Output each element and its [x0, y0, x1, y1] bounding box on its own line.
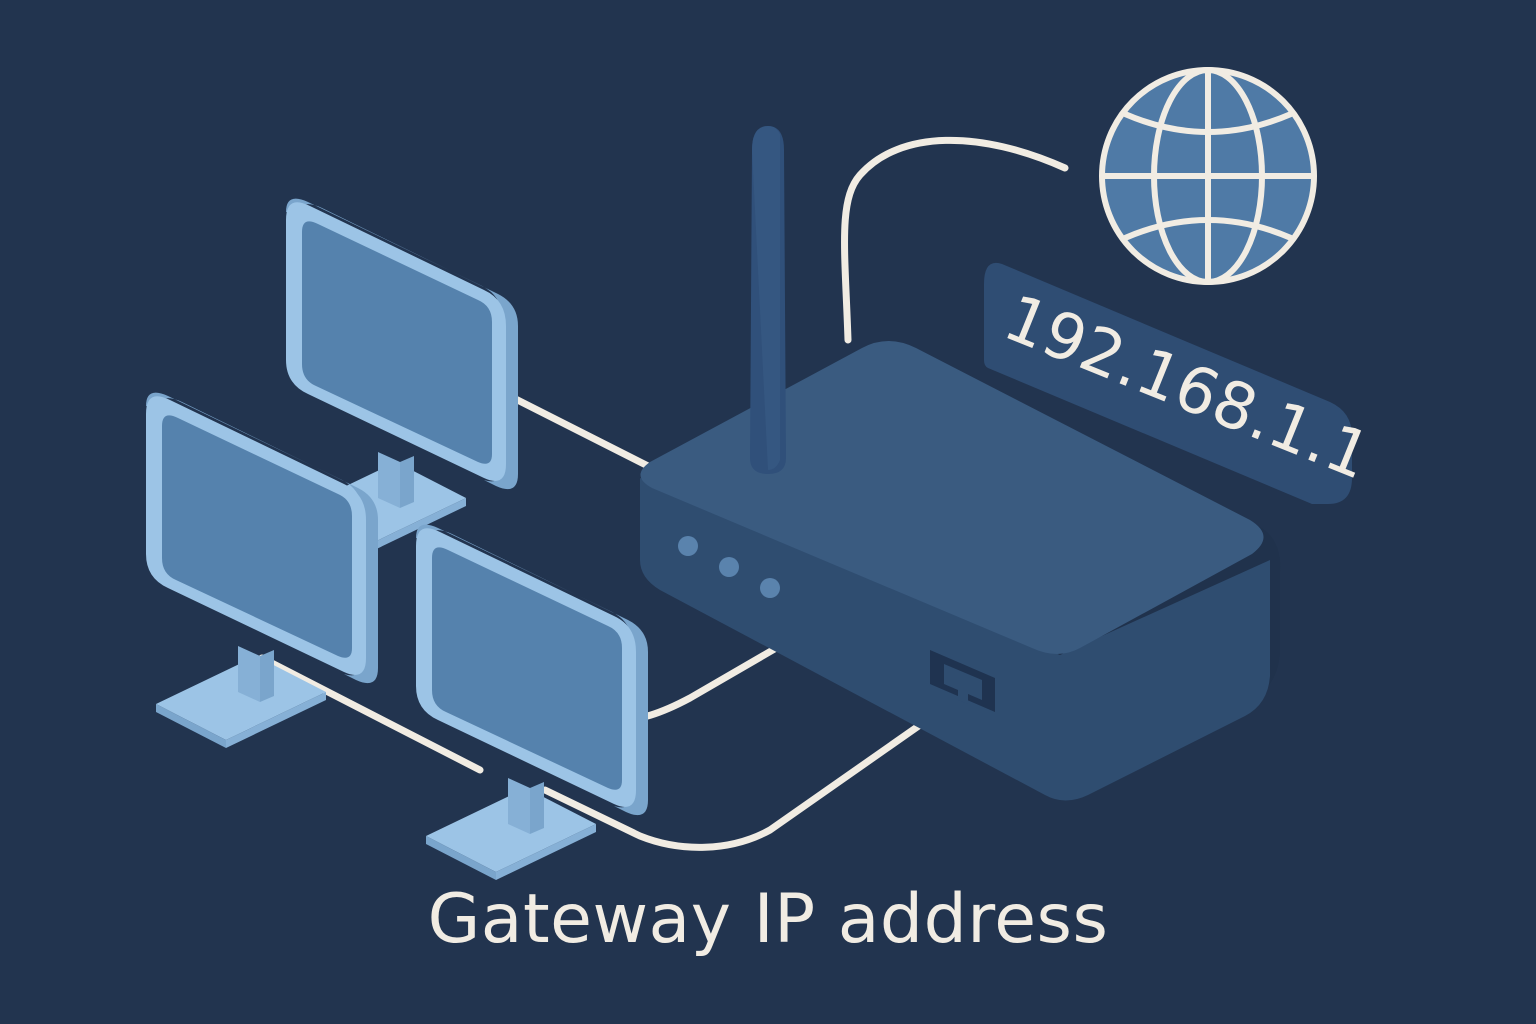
antenna-icon: [750, 126, 786, 474]
router-icon: [640, 126, 1281, 801]
monitor-left: [146, 392, 378, 748]
ethernet-port-icon: [930, 650, 995, 712]
globe-icon: [1099, 67, 1317, 285]
cable-globe-router: [841, 136, 1069, 344]
router-led-3: [760, 578, 780, 598]
router-front-face: [640, 478, 1270, 801]
cable-monitor-left: [258, 654, 484, 774]
router-top-face: [640, 341, 1264, 654]
ip-badge-shape: [984, 262, 1352, 504]
cable-bottom-loop: [541, 714, 934, 851]
router-led-2: [719, 557, 739, 577]
router-led-1: [678, 536, 698, 556]
caption-title: Gateway IP address: [427, 880, 1109, 959]
